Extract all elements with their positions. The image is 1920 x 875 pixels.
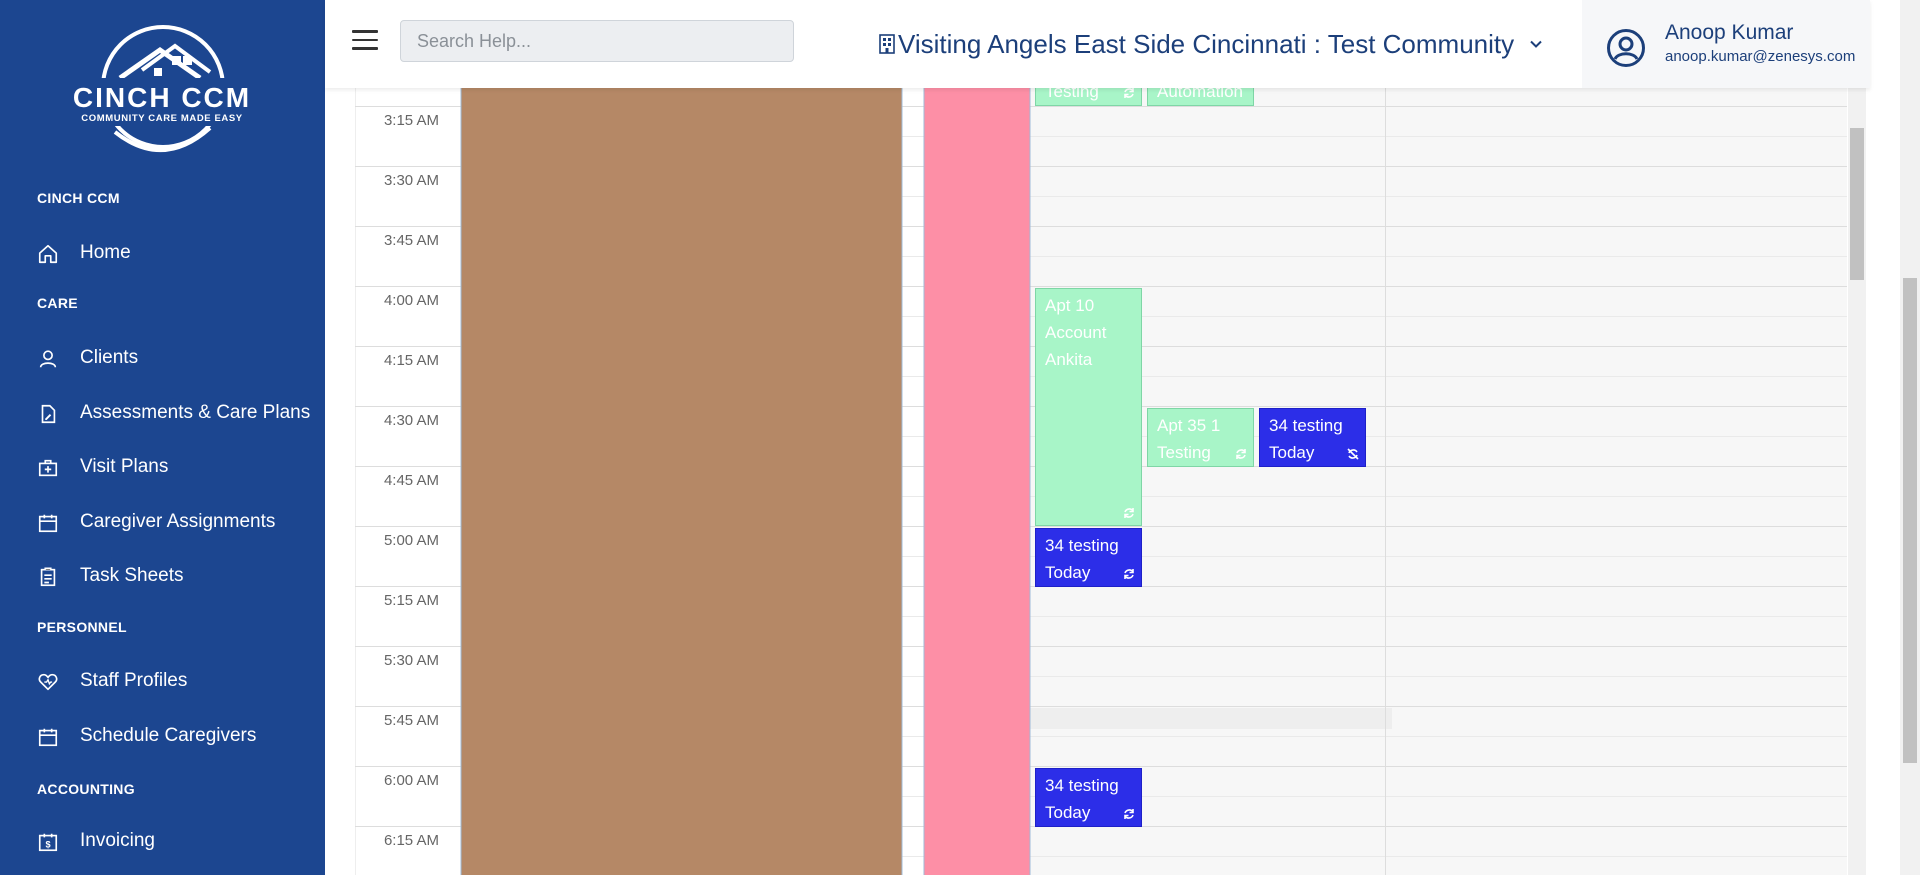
heart-icon (38, 673, 58, 691)
building-icon (879, 34, 895, 54)
section-personnel: PERSONNEL (37, 619, 127, 635)
medkit-icon (38, 459, 58, 477)
sidebar-item-clients[interactable]: Clients (0, 336, 325, 380)
section-accounting: ACCOUNTING (37, 781, 135, 797)
time-slot-label: 5:45 AM (383, 712, 439, 729)
logo-tagline-text: COMMUNITY CARE MADE EASY (81, 113, 243, 124)
cinch-ccm-logo-icon: CINCH CCM COMMUNITY CARE MADE EASY (60, 25, 265, 153)
invoice-calendar-icon: $ (38, 833, 58, 852)
sidebar-item-label: Invoicing (80, 830, 155, 851)
page-scrollbar[interactable] (1900, 0, 1920, 875)
sidebar-item-visit-plans[interactable]: Visit Plans (0, 445, 325, 489)
time-slot-label: 6:00 AM (383, 772, 439, 789)
sidebar-item-label: Caregiver Assignments (80, 511, 276, 532)
sidebar-item-assessments[interactable]: Assessments & Care Plans (0, 391, 325, 435)
section-cinch-ccm: CINCH CCM (37, 190, 120, 206)
logo-name-text: CINCH CCM (73, 82, 251, 113)
recurring-icon (1124, 88, 1134, 98)
recurring-off-icon (1347, 448, 1359, 460)
recurring-icon (1236, 449, 1246, 459)
time-slot-label: 3:45 AM (383, 232, 439, 249)
user-email: anoop.kumar@zenesys.com (1665, 48, 1856, 65)
caregiver-unavailable-block (461, 88, 902, 875)
event-apt-10-account-ankita[interactable]: Apt 10 Account Ankita (1035, 288, 1142, 526)
sidebar-item-label: Clients (80, 347, 139, 368)
sidebar-item-label: Staff Profiles (80, 670, 188, 691)
calendar-scrollbar-thumb[interactable] (1850, 128, 1864, 280)
sidebar-item-caregiver-assignments[interactable]: Caregiver Assignments (0, 500, 325, 544)
time-slot-label: 4:00 AM (383, 292, 439, 309)
sidebar-item-label: Task Sheets (80, 565, 184, 586)
event-testing[interactable]: Testing (1035, 88, 1142, 106)
clipboard-icon (40, 567, 56, 587)
caregiver-timeoff-block (924, 88, 1030, 875)
recurring-icon (1124, 809, 1134, 819)
sidebar-item-home[interactable]: Home (0, 231, 325, 275)
time-slot-label: 4:45 AM (383, 472, 439, 489)
user-icon (39, 350, 57, 368)
time-slot-label: 6:15 AM (383, 832, 439, 849)
sidebar-item-invoicing[interactable]: $ Invoicing (0, 819, 325, 863)
time-slot-label: 5:30 AM (383, 652, 439, 669)
home-icon (38, 244, 58, 264)
time-slot-label: 3:15 AM (383, 112, 439, 129)
svg-text:$: $ (45, 840, 50, 850)
event-34-testing-today[interactable]: 34 testing Today (1259, 408, 1366, 467)
time-slot-label: 4:30 AM (383, 412, 439, 429)
recurring-icon (1124, 508, 1134, 518)
time-slot-label: 3:30 AM (383, 172, 439, 189)
search-help-input[interactable] (400, 20, 794, 62)
sidebar-item-task-sheets[interactable]: Task Sheets (0, 554, 325, 598)
sidebar-item-label: Visit Plans (80, 456, 169, 477)
sidebar-item-staff-profiles[interactable]: Staff Profiles (0, 659, 325, 703)
time-slot-label: 4:15 AM (383, 352, 439, 369)
time-slot-label: 5:00 AM (383, 532, 439, 549)
document-edit-icon (41, 404, 56, 424)
calendar-scrollbar[interactable] (1848, 88, 1866, 875)
day-calendar[interactable]: 3:15 AM 3:30 AM 3:45 AM 4:00 AM 4:15 AM 4:30 … (355, 88, 1847, 875)
community-name: Visiting Angels East Side Cincinnati : T… (898, 28, 1515, 59)
recurring-icon (1124, 569, 1134, 579)
event-apt-35-1-testing[interactable]: Apt 35 1 Testing (1147, 408, 1254, 467)
sidebar-item-label: Home (80, 242, 131, 263)
community-selector[interactable]: Visiting Angels East Side Cincinnati : T… (878, 26, 1544, 62)
sidebar-item-schedule-caregivers[interactable]: Schedule Caregivers (0, 714, 325, 758)
page-scrollbar-thumb[interactable] (1903, 278, 1917, 763)
brand-logo[interactable]: CINCH CCM COMMUNITY CARE MADE EASY (60, 20, 265, 155)
user-avatar-icon (1607, 29, 1645, 67)
top-header: Visiting Angels East Side Cincinnati : T… (325, 0, 1870, 88)
sidebar: CINCH CCM COMMUNITY CARE MADE EASY CINCH… (0, 0, 325, 875)
event-34-testing-today[interactable]: 34 testing Today (1035, 768, 1142, 827)
chevron-down-icon (1530, 40, 1542, 48)
user-profile-menu[interactable]: Anoop Kumar anoop.kumar@zenesys.com (1582, 0, 1870, 88)
calendar-icon (38, 514, 58, 533)
sidebar-item-label: Schedule Caregivers (80, 725, 257, 746)
section-care: CARE (37, 295, 78, 311)
time-slot-label: 5:15 AM (383, 592, 439, 609)
hamburger-menu-icon[interactable] (352, 30, 378, 56)
calendar-icon (38, 728, 58, 747)
event-automation[interactable]: Automation (1147, 88, 1254, 106)
user-name: Anoop Kumar (1665, 21, 1794, 44)
event-34-testing-today[interactable]: 34 testing Today (1035, 528, 1142, 587)
sidebar-item-label: Assessments & Care Plans (80, 402, 311, 423)
